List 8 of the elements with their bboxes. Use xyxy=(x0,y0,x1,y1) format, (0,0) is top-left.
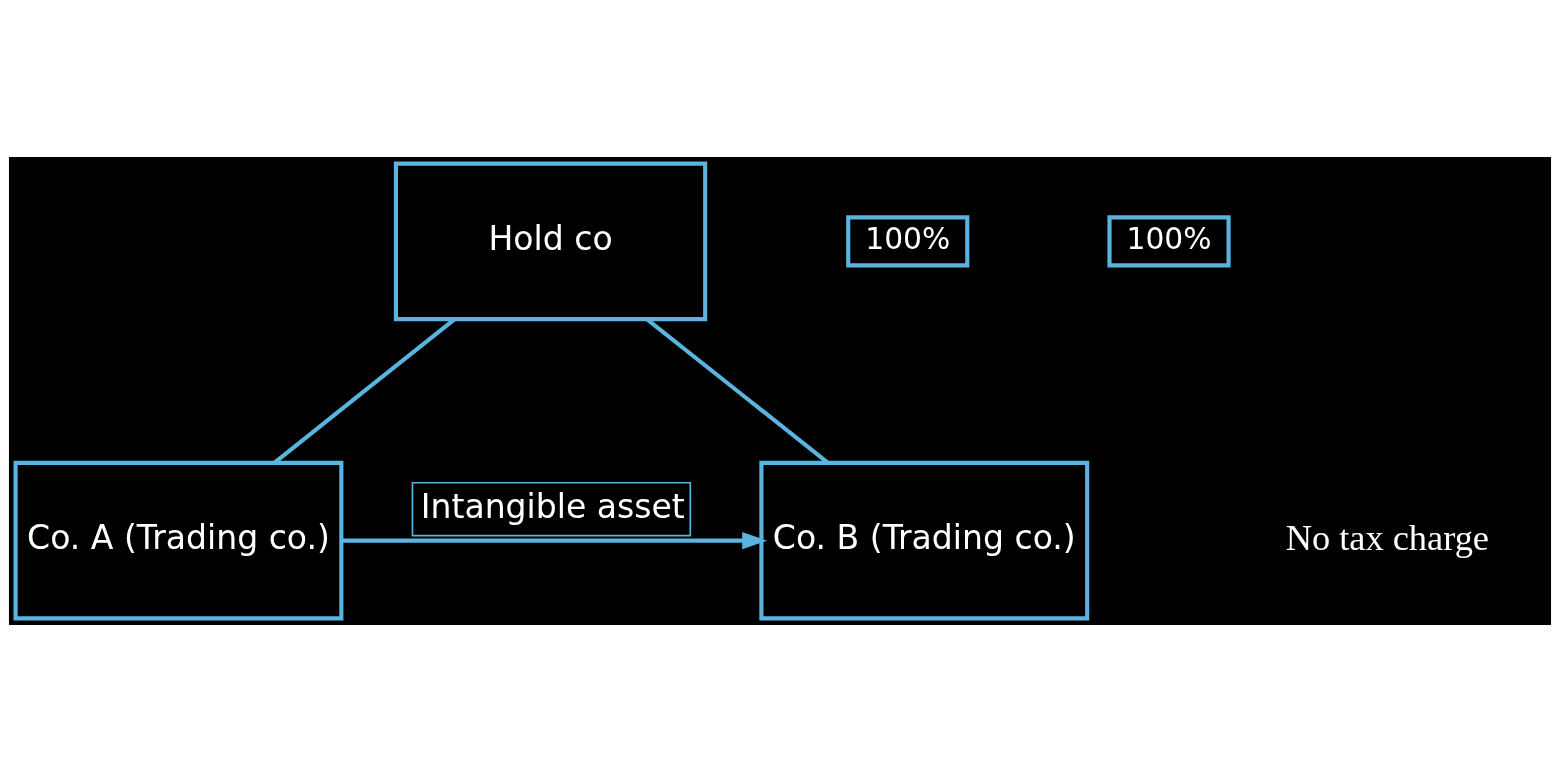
node-box: Co. B (Trading co.) xyxy=(759,460,1090,620)
node-box: Co. A (Trading co.) xyxy=(13,460,344,620)
node-box: 100% xyxy=(846,214,970,267)
node-box: Hold co xyxy=(393,161,708,321)
arrow xyxy=(341,531,768,549)
node-box: 100% xyxy=(1107,214,1231,267)
label: No tax charge xyxy=(1285,517,1489,558)
edge-label: Intangible asset xyxy=(420,486,685,526)
